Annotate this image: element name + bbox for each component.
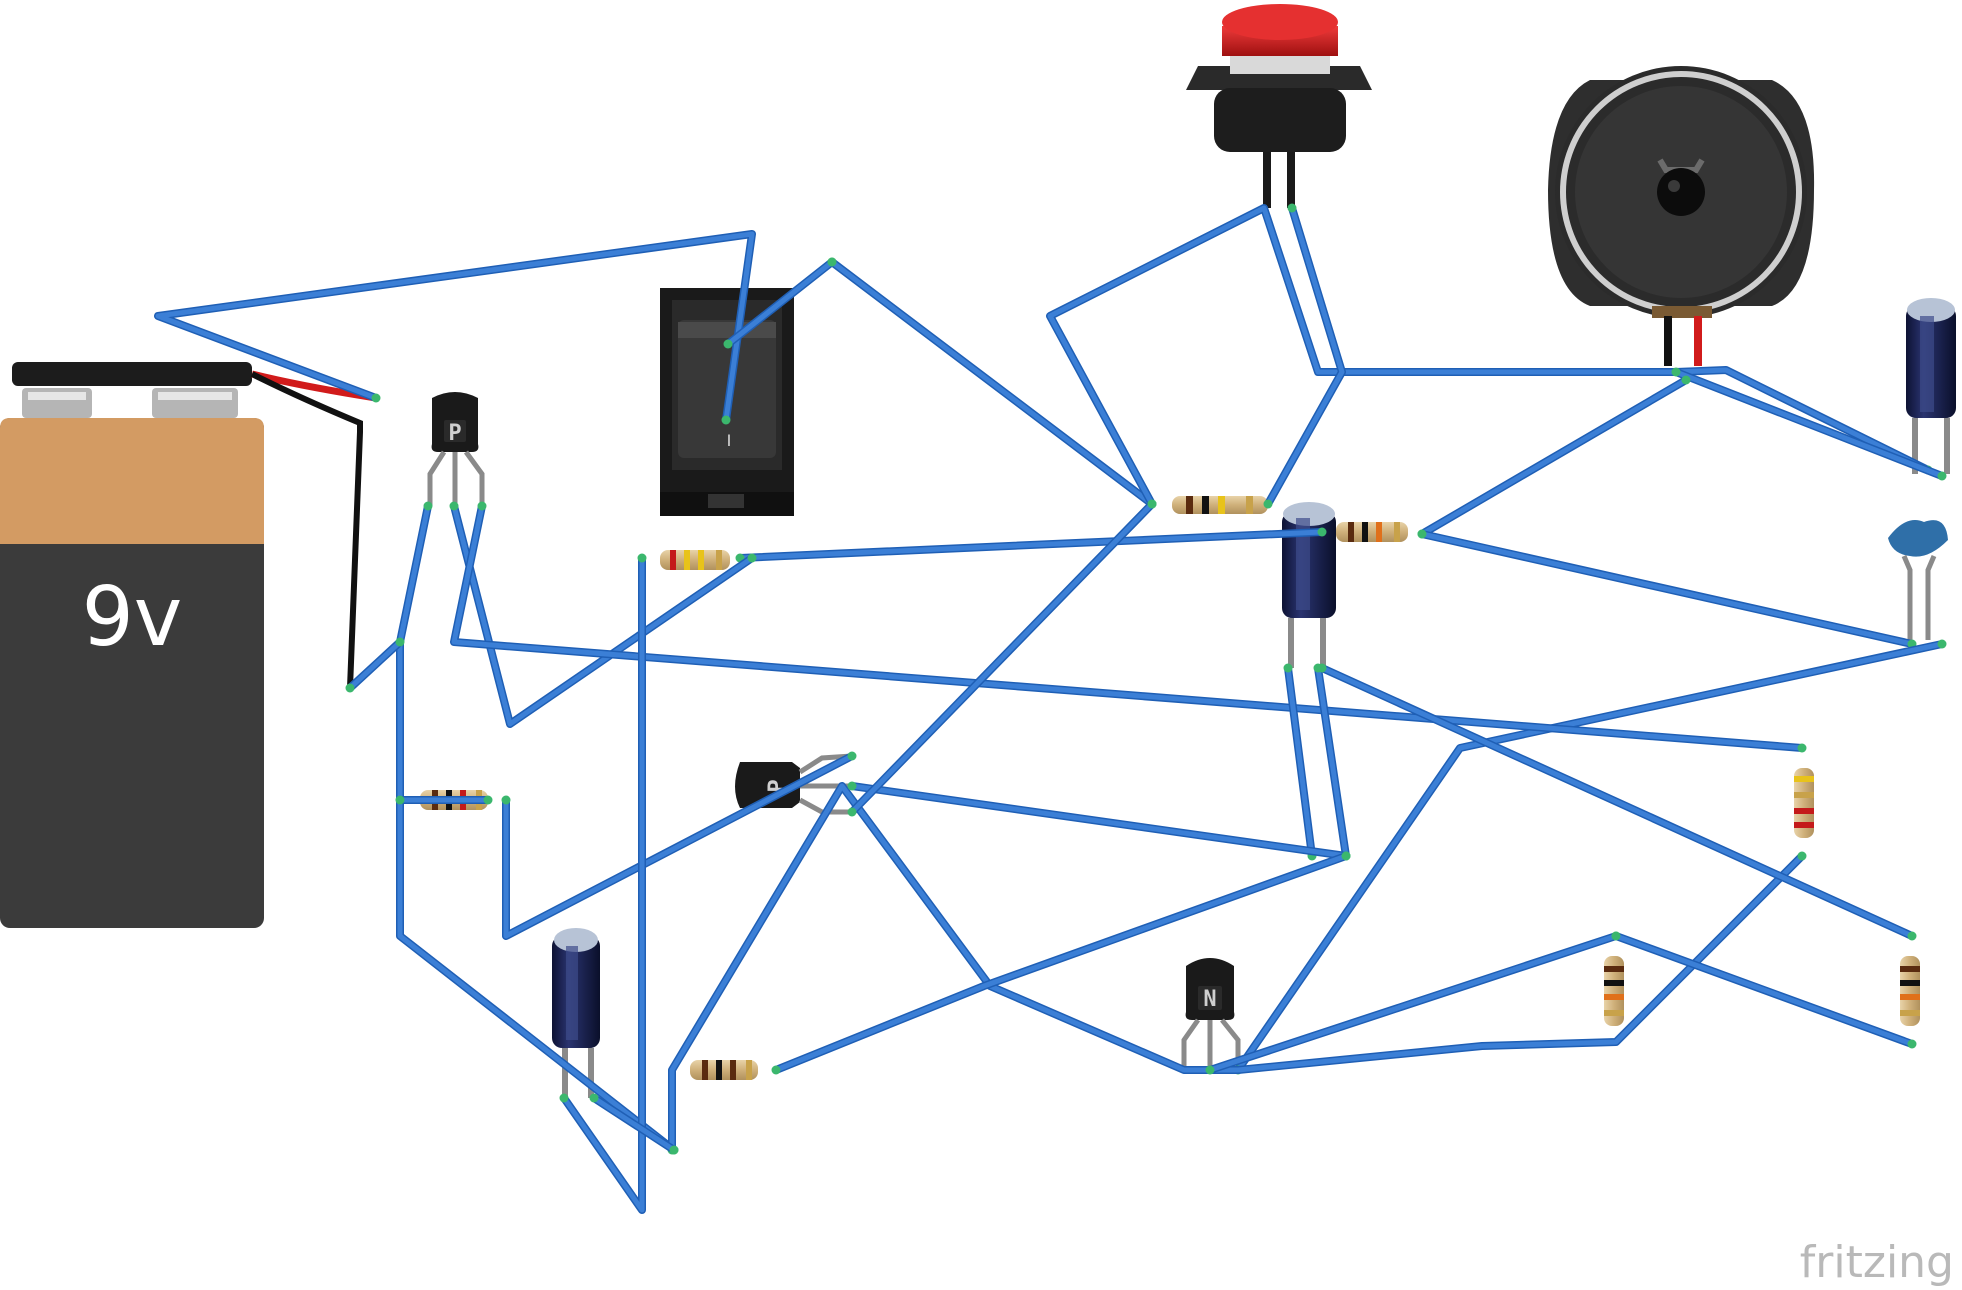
resistor-1 xyxy=(1172,496,1268,514)
wire-3-endpoint-1[interactable] xyxy=(827,257,837,267)
wire-13-endpoint-2[interactable] xyxy=(1797,743,1807,753)
wire-6[interactable] xyxy=(1673,369,1945,479)
battery-9v: 9v xyxy=(0,362,264,928)
wire-6-endpoint-1[interactable] xyxy=(1671,367,1681,377)
wire-1-endpoint-2[interactable] xyxy=(721,415,731,425)
wire-15[interactable] xyxy=(1315,665,1349,859)
wire-2[interactable] xyxy=(725,259,835,347)
transistor-pnp-1: P xyxy=(427,392,485,506)
wire-27-endpoint-2[interactable] xyxy=(395,637,405,647)
wire-12[interactable] xyxy=(451,503,755,727)
wire-8[interactable] xyxy=(1419,531,1915,647)
wire-12-endpoint-1[interactable] xyxy=(449,501,459,511)
wire-10[interactable] xyxy=(737,529,1325,561)
resistor-6 xyxy=(1794,768,1814,838)
wire-12-edge xyxy=(450,502,756,728)
wire-25-endpoint-1[interactable] xyxy=(1611,931,1621,941)
wire-17[interactable] xyxy=(849,783,1349,859)
wire-14-endpoint-1[interactable] xyxy=(1797,851,1807,861)
wire-26[interactable] xyxy=(773,853,1349,1073)
wire-13-endpoint-1[interactable] xyxy=(477,501,487,511)
wire-24[interactable] xyxy=(1207,933,1619,1073)
wire-3[interactable] xyxy=(829,259,1155,507)
wire-9[interactable] xyxy=(1235,641,1945,1073)
battery-clip xyxy=(12,362,252,386)
wire-5-endpoint-2[interactable] xyxy=(1263,499,1273,509)
wire-20[interactable] xyxy=(561,555,645,1213)
wire-16[interactable] xyxy=(1285,665,1315,859)
speaker xyxy=(1548,66,1815,366)
battery-black-lead xyxy=(250,371,363,689)
push-button xyxy=(1186,4,1372,208)
wire-27-endpoint-1[interactable] xyxy=(345,683,355,693)
wire-layer xyxy=(154,203,1947,1214)
wire-25[interactable] xyxy=(1613,933,1915,1047)
resistor-5 xyxy=(690,1060,758,1080)
wire-1[interactable] xyxy=(155,231,755,423)
electrolytic-capacitor-1 xyxy=(1282,502,1336,668)
wire-7[interactable] xyxy=(1419,377,1689,537)
wire-19-endpoint-1[interactable] xyxy=(395,795,405,805)
wire-11[interactable] xyxy=(397,503,677,1153)
wire-20-endpoint-2[interactable] xyxy=(559,1093,569,1103)
wire-11-endpoint-1[interactable] xyxy=(423,501,433,511)
wire-27[interactable] xyxy=(347,639,403,691)
wire-23-endpoint-1[interactable] xyxy=(1317,663,1327,673)
wire-13[interactable] xyxy=(451,503,1805,751)
transistor-1-label: P xyxy=(448,421,461,446)
electrolytic-capacitor-3 xyxy=(552,928,600,1098)
wire-23[interactable] xyxy=(1319,665,1915,939)
wire-11-edge xyxy=(396,502,678,1154)
fritzing-logo: fritzing xyxy=(1800,1237,1954,1288)
wire-1-endpoint-1[interactable] xyxy=(371,393,381,403)
wire-21-endpoint-1[interactable] xyxy=(589,1093,599,1103)
wire-5-endpoint-1[interactable] xyxy=(1287,203,1297,213)
wire-23-endpoint-2[interactable] xyxy=(1907,931,1917,941)
wire-10-endpoint-1[interactable] xyxy=(1317,527,1327,537)
wire-26-endpoint-1[interactable] xyxy=(1341,851,1351,861)
wire-8-endpoint-1[interactable] xyxy=(1417,529,1427,539)
battery-label: 9v xyxy=(82,570,183,665)
switch-label: I xyxy=(727,431,732,450)
wire-5[interactable] xyxy=(1265,205,1345,507)
wire-2-endpoint-2[interactable] xyxy=(723,339,733,349)
resistor-3 xyxy=(1336,522,1408,542)
wire-19-endpoint-2[interactable] xyxy=(483,795,493,805)
wire-18[interactable] xyxy=(503,753,855,939)
transistor-pnp-2: P xyxy=(735,753,853,815)
wire-20-endpoint-1[interactable] xyxy=(637,553,647,563)
wire-25-endpoint-2[interactable] xyxy=(1907,1039,1917,1049)
wire-21[interactable] xyxy=(591,1095,677,1153)
wire-6-endpoint-2[interactable] xyxy=(1937,471,1947,481)
wire-16-endpoint-1[interactable] xyxy=(1283,663,1293,673)
wire-22-endpoint-1[interactable] xyxy=(1147,499,1157,509)
wire-4[interactable] xyxy=(1047,205,1931,507)
wire-12-endpoint-2[interactable] xyxy=(747,553,757,563)
wire-21-endpoint-2[interactable] xyxy=(669,1145,679,1155)
wire-22-endpoint-2[interactable] xyxy=(847,807,857,817)
resistor-8 xyxy=(1900,956,1920,1026)
electrolytic-capacitor-2 xyxy=(1906,298,1956,474)
wire-18-endpoint-1[interactable] xyxy=(847,751,857,761)
wire-18-endpoint-2[interactable] xyxy=(501,795,511,805)
wire-9-endpoint-1[interactable] xyxy=(1937,639,1947,649)
resistor-7 xyxy=(1604,956,1624,1026)
rocker-switch: I xyxy=(660,288,794,516)
wire-26-endpoint-2[interactable] xyxy=(771,1065,781,1075)
wire-17-endpoint-2[interactable] xyxy=(847,781,857,791)
transistor-npn: N xyxy=(1181,958,1241,1070)
resistor-2 xyxy=(660,550,730,570)
wire-14[interactable] xyxy=(669,783,1805,1153)
transistor-3-label: N xyxy=(1203,987,1216,1012)
wire-24-endpoint-2[interactable] xyxy=(1205,1065,1215,1075)
ceramic-capacitor xyxy=(1888,520,1948,640)
wire-7-endpoint-1[interactable] xyxy=(1681,375,1691,385)
wire-22[interactable] xyxy=(849,501,1155,815)
